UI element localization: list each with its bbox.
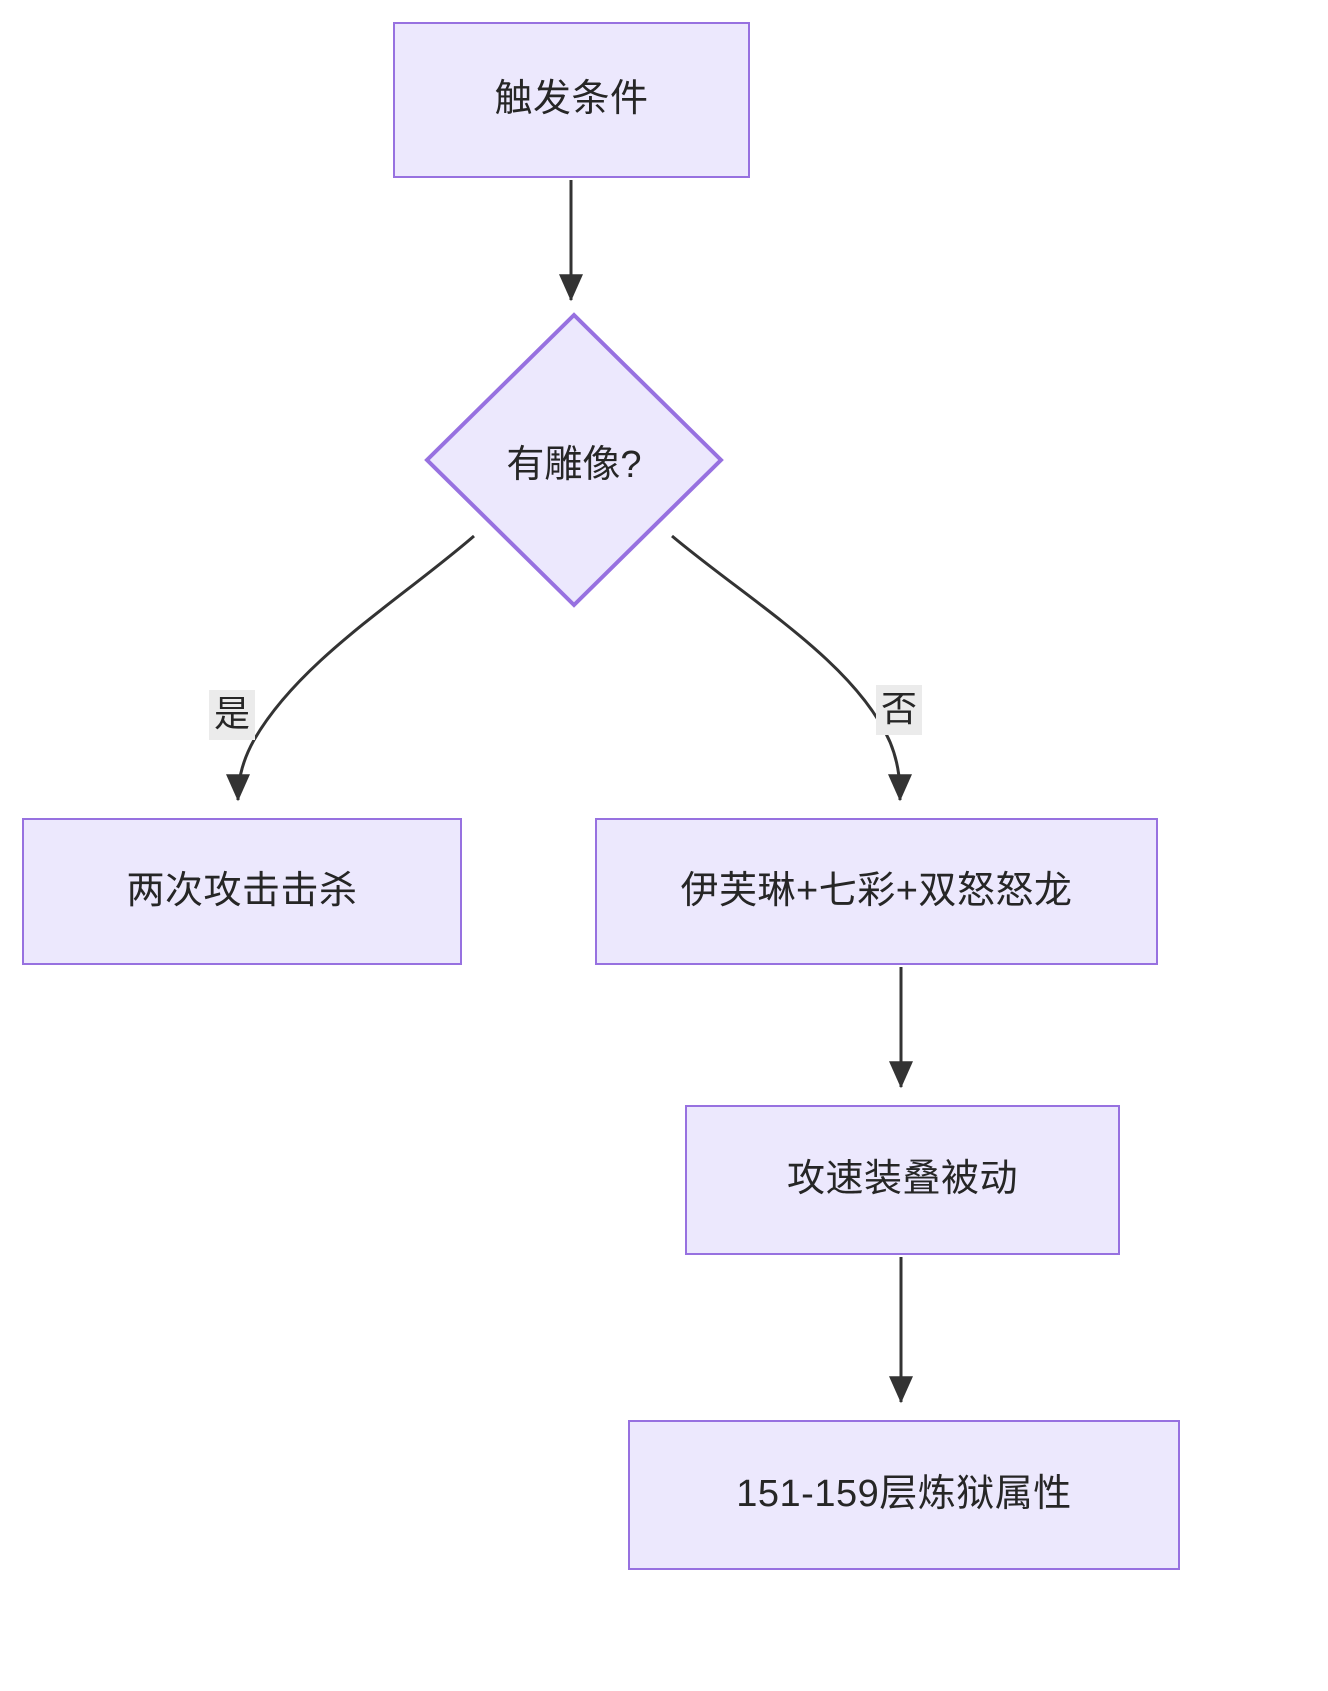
node-kill-two-attacks[interactable]: 两次攻击击杀 — [22, 818, 462, 965]
node-label: 攻速装叠被动 — [786, 1158, 1018, 1201]
node-floors-151-159[interactable]: 151-159层炼狱属性 — [628, 1420, 1180, 1570]
node-evelynn-combo[interactable]: 伊芙琳+七彩+双怒怒龙 — [595, 818, 1158, 965]
node-has-statue-decision[interactable]: 有雕像? — [424, 312, 724, 608]
node-label: 有雕像? — [506, 443, 642, 486]
node-label: 两次攻击击杀 — [126, 869, 358, 912]
node-label: 151-159层炼狱属性 — [736, 1473, 1072, 1516]
edge-statue-to-killtwo — [226, 534, 475, 802]
diamond-shape — [424, 312, 724, 608]
node-label: 伊芙琳+七彩+双怒怒龙 — [680, 869, 1073, 912]
edge-label-no: 否 — [876, 685, 923, 735]
edge-label-yes: 是 — [209, 690, 256, 740]
node-attack-speed-passive[interactable]: 攻速装叠被动 — [685, 1105, 1120, 1255]
node-trigger-condition[interactable]: 触发条件 — [393, 22, 750, 178]
node-label: 触发条件 — [494, 78, 649, 121]
edge-statue-to-combo — [671, 534, 912, 802]
